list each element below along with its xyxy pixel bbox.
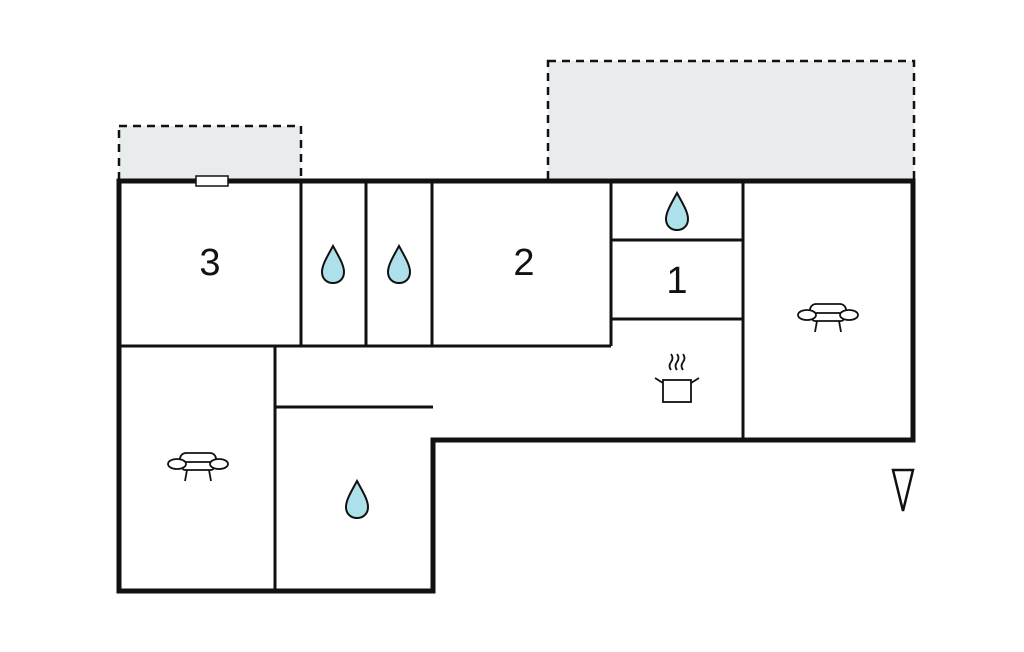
water-drop-icon — [320, 243, 346, 285]
water-drop-icon — [344, 478, 370, 520]
exterior-walls — [116, 178, 916, 594]
sofa-icon — [167, 452, 229, 482]
interior-walls — [119, 181, 745, 591]
entrance-arrow-icon — [891, 468, 915, 512]
room-label-1: 1 — [666, 260, 687, 302]
water-drop-icon — [664, 190, 690, 232]
window-marker — [195, 175, 229, 187]
cooking-pot-icon — [654, 353, 700, 403]
water-drop-icon — [386, 243, 412, 285]
terrace-large — [546, 59, 916, 183]
sofa-icon — [797, 303, 859, 333]
room-label-2: 2 — [513, 242, 534, 284]
room-label-3: 3 — [199, 242, 220, 284]
terrace-small — [117, 124, 303, 183]
